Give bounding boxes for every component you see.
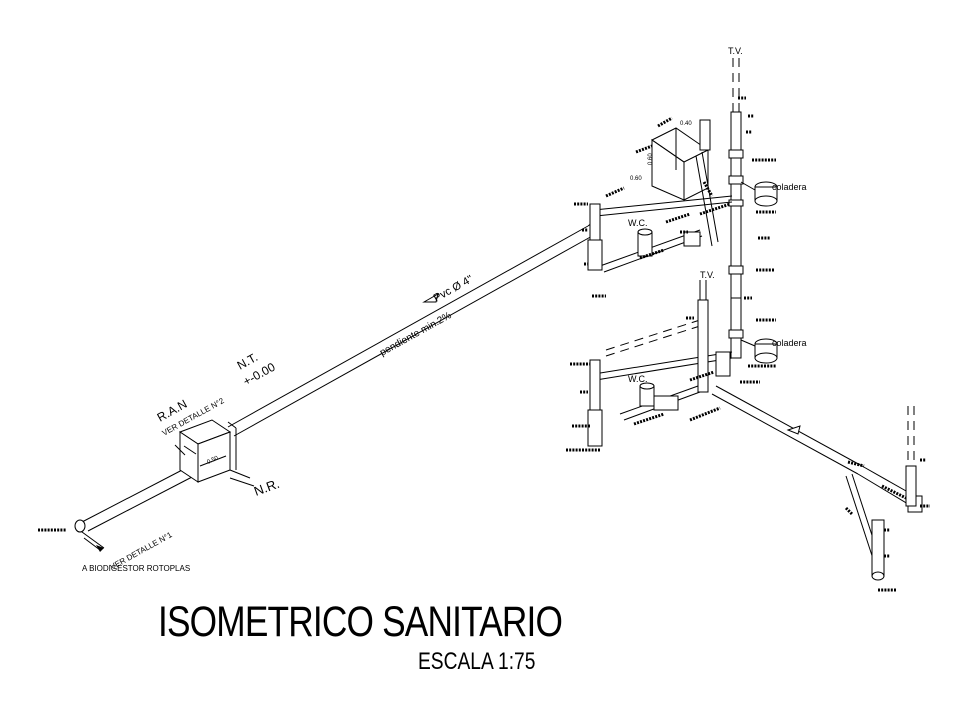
tv-label-top: T.V. [728,46,743,56]
wc-label-top: W.C. [628,218,648,228]
tv-label-middle: T.V. [700,270,715,280]
wc-label-bottom: W.C. [628,374,648,384]
flow-arrow [422,292,439,303]
slope-label: pendiente min.2% [378,310,453,358]
lower-plumbing [587,299,923,581]
upper-plumbing [587,58,778,364]
registro-box [174,419,255,487]
dim-040: 0.40 [680,121,692,127]
biodigestor-label: A BIODIGESTOR ROTOPLAS [82,564,190,573]
dimension-marks [566,96,930,592]
outlet-pipe [38,467,193,552]
coladera-label-bottom: coladera [772,338,807,348]
pipe-spec-label: Pvc Ø 4" [432,273,476,304]
dim-060-horizontal: 0.60 [630,176,642,182]
coladera-label-top: coladera [772,182,807,192]
dim-060-vertical: 0.60 [648,153,654,165]
nr-label: N.R. [252,476,282,499]
dim-050: 0.50 [206,455,220,466]
drawing-title: ISOMETRICO SANITARIO [158,598,563,646]
main-sewer-pipe [227,217,599,437]
drawing-scale: ESCALA 1:75 [418,648,536,675]
